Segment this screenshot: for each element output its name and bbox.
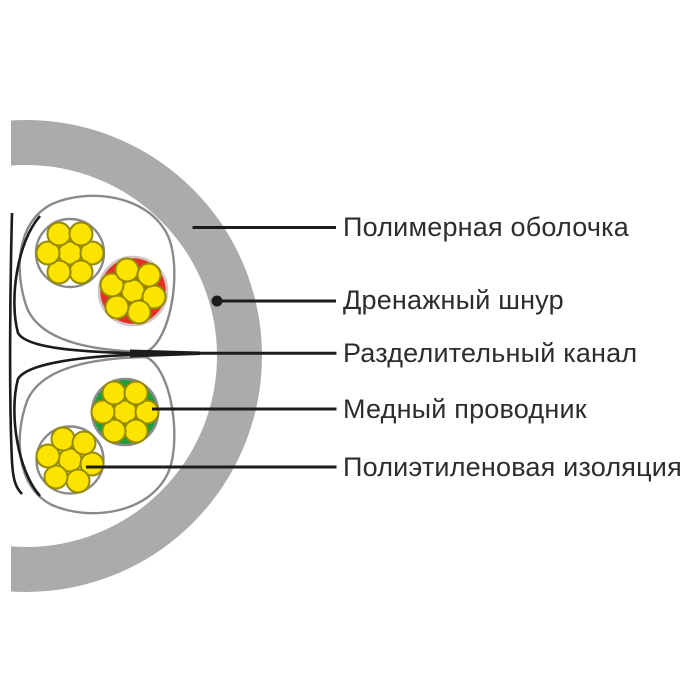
separator-film-lower [13,353,141,497]
label-separation-channel: Разделительный канал [343,338,638,368]
separator-convergence [130,349,200,358]
copper-strands-white-bottom [35,426,105,494]
drain-cord-dot [211,295,223,307]
copper-strands-green [90,380,160,444]
label-polymer-sheath: Полимерная оболочка [343,212,629,242]
separator-film-upper [13,215,141,355]
label-polyethylene-insulation: Полиэтиленовая изоляция [343,452,682,482]
label-drain-cord: Дренажный шнур [343,285,564,315]
pair-wrap-bottom [18,355,176,515]
label-copper-conductor: Медный проводник [343,394,587,424]
copper-strands-white-top [35,221,105,285]
separator-film-left-edge [8,212,23,495]
polymer-sheath-ring [11,120,262,592]
copper-strands-red [99,257,167,325]
